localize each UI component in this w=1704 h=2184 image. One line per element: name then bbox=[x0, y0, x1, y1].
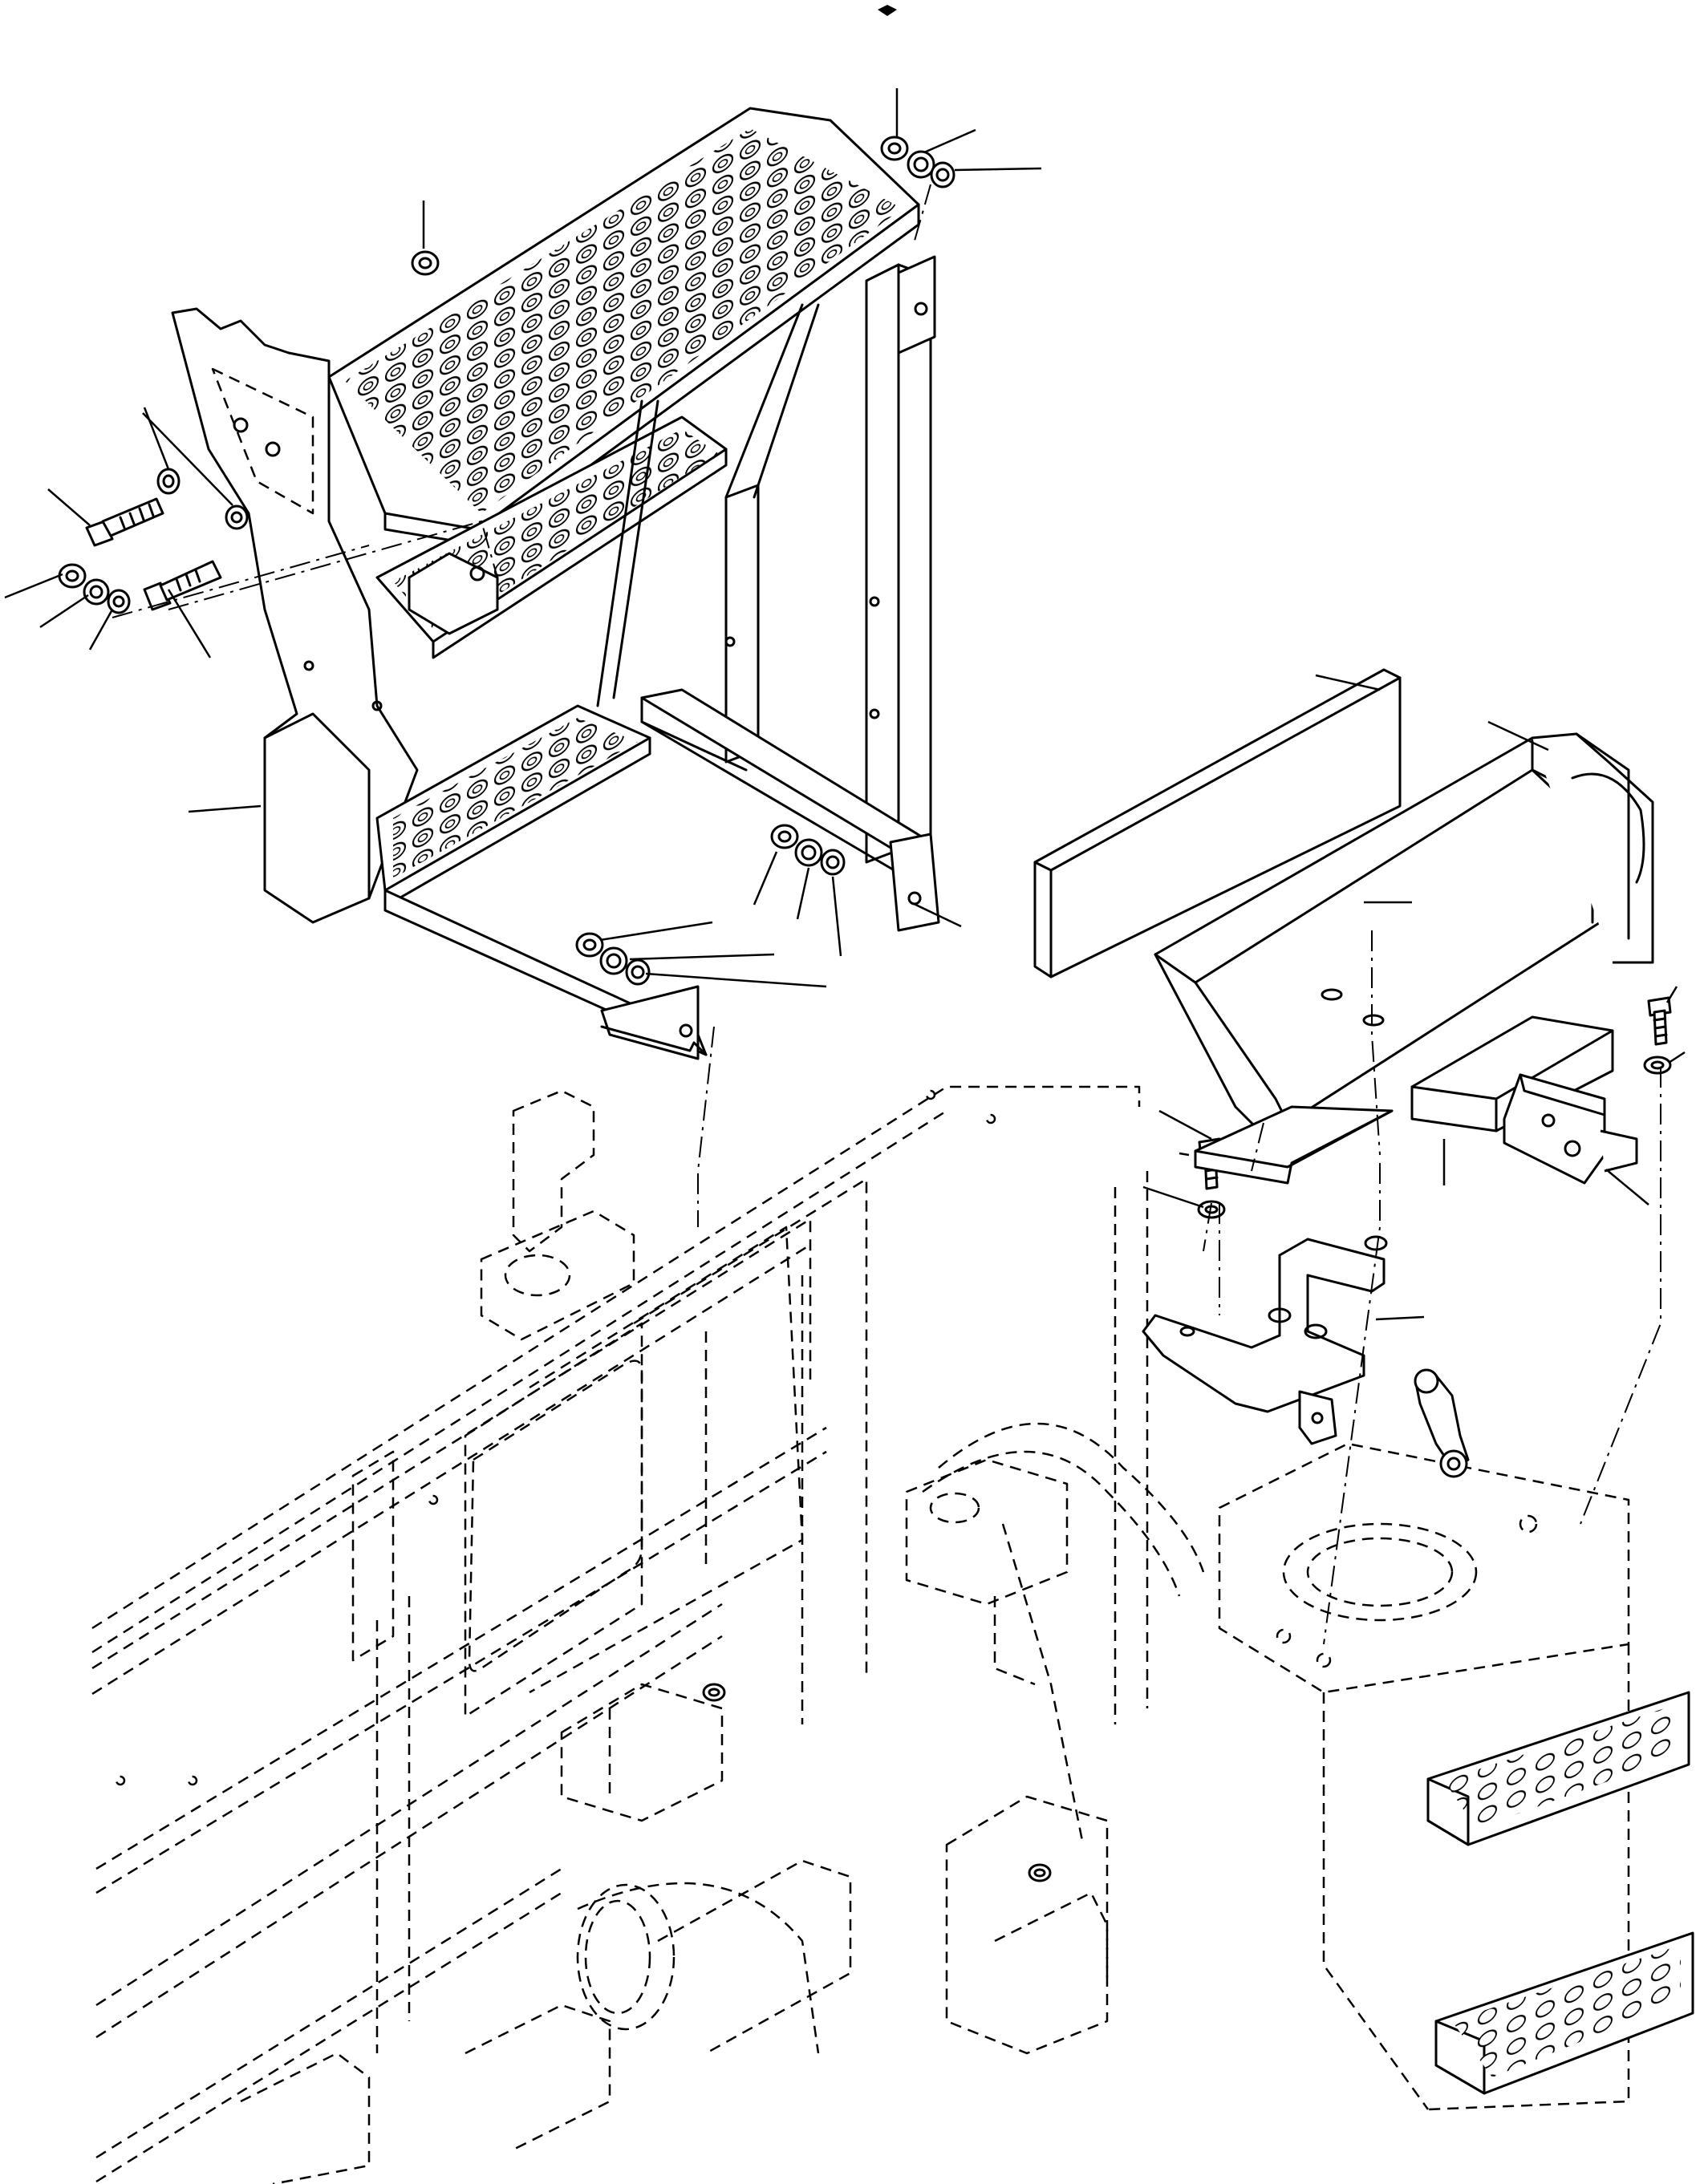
machine-frame-phantom bbox=[91, 1085, 1630, 2184]
alignment-lines bbox=[112, 184, 1661, 1645]
leader-lines bbox=[4, 88, 1686, 1321]
step-tray bbox=[1154, 732, 1654, 1149]
tank-step-upper bbox=[1426, 1691, 1690, 1846]
tank-step-lower bbox=[1434, 1931, 1694, 2095]
frame-nut-center bbox=[702, 1683, 1052, 1882]
top-mark-icon bbox=[878, 5, 897, 16]
shim-plates bbox=[1194, 1015, 1614, 1185]
support-frame bbox=[596, 255, 940, 932]
stair-assembly bbox=[171, 107, 920, 1060]
mounting-brackets bbox=[1142, 1073, 1638, 1478]
step-cover-plate bbox=[1033, 668, 1402, 979]
